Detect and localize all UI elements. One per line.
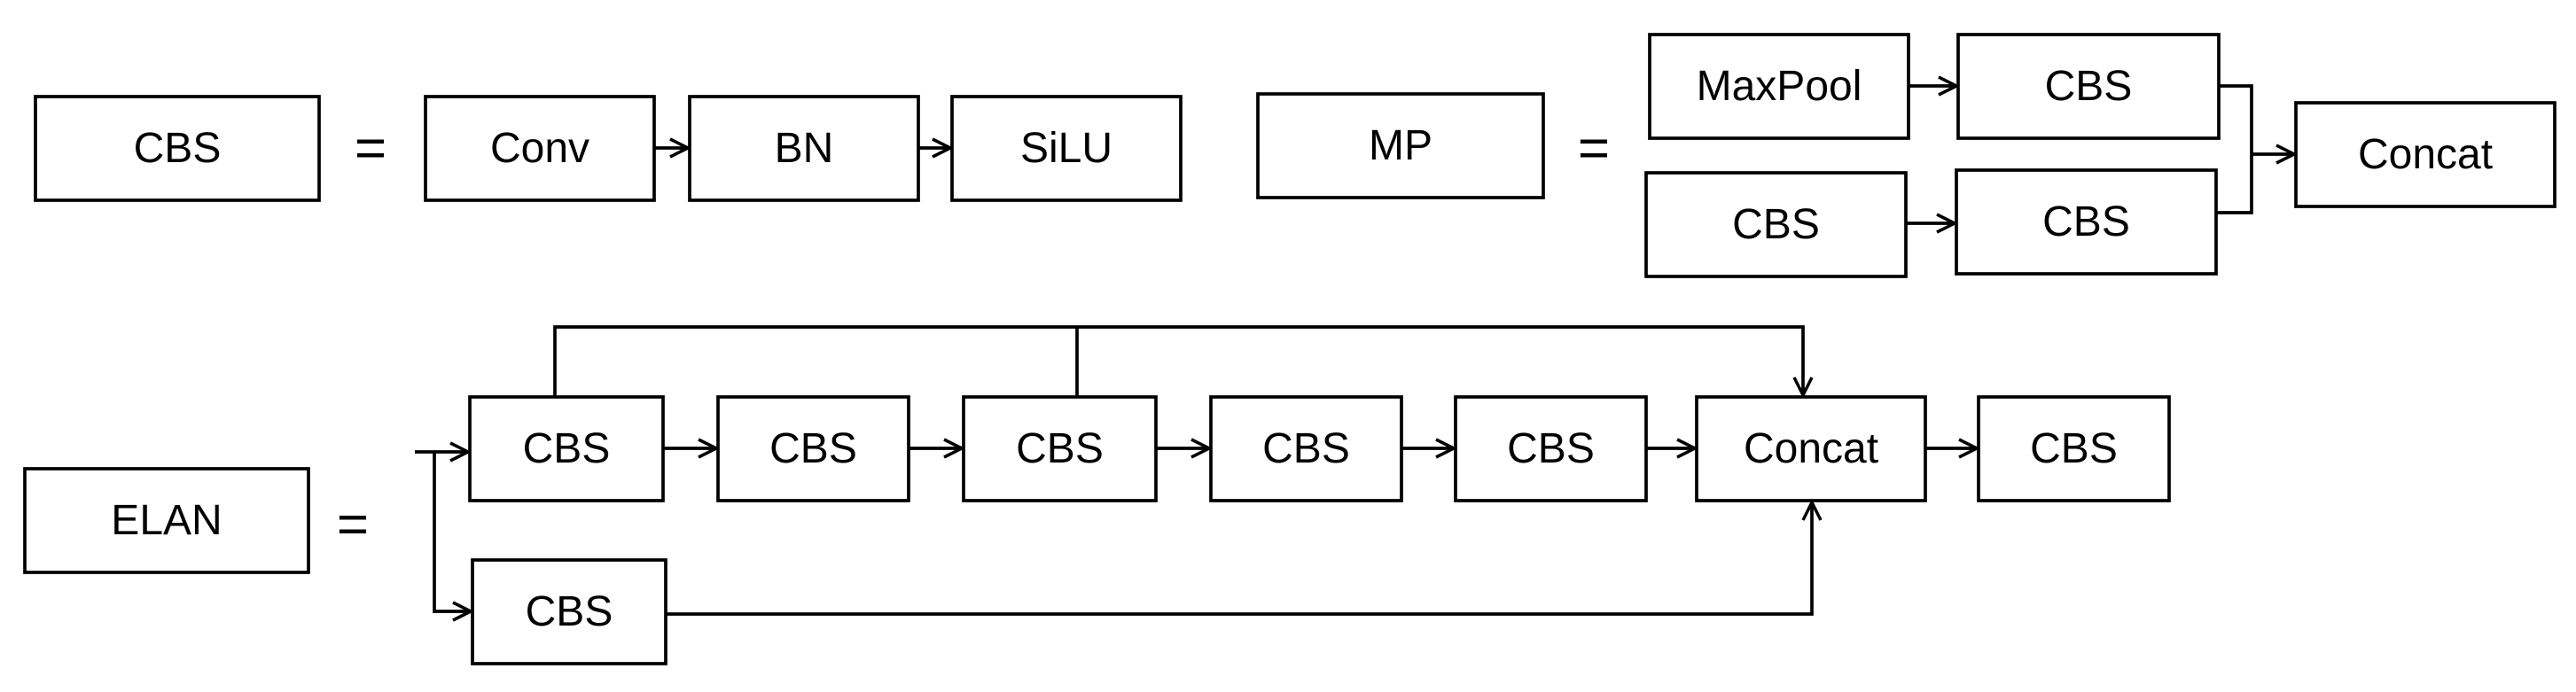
elan-cbs-4-label: CBS (1262, 425, 1350, 472)
elan-top-skip-connection (553, 325, 1803, 397)
elan-side-cbs-label: CBS (526, 588, 613, 635)
mp-bottom-right-cbs-label: CBS (2042, 198, 2130, 245)
elan-cbs-2-block: CBS (716, 395, 910, 502)
mp-bottom-right-cbs-block: CBS (1955, 168, 2218, 276)
cbs-definition: CBS = Conv BN SiLU (34, 95, 1183, 202)
conv-block: Conv (424, 95, 656, 202)
mp-bottom-left-cbs-block: CBS (1644, 171, 1908, 278)
mp-equals-sign: = (1578, 118, 1610, 179)
conv-label: Conv (490, 125, 589, 172)
elan-side-cbs-block: CBS (471, 558, 667, 665)
elan-term-box: ELAN (23, 467, 310, 574)
bn-label: BN (775, 125, 834, 172)
elan-output-cbs-label: CBS (2030, 425, 2118, 472)
elan-equals-sign: = (337, 494, 369, 556)
bn-block: BN (688, 95, 920, 202)
mp-term-label: MP (1369, 122, 1432, 169)
elan-side-to-concat-arrow (666, 502, 1812, 616)
elan-cbs-1-label: CBS (523, 425, 611, 472)
silu-block: SiLU (950, 95, 1183, 202)
cbs-term-label: CBS (134, 125, 222, 172)
cbs-term-box: CBS (34, 95, 321, 202)
maxpool-label: MaxPool (1697, 63, 1862, 110)
mp-concat-label: Concat (2358, 131, 2493, 178)
mp-top-cbs-label: CBS (2045, 63, 2133, 110)
mp-concat-block: Concat (2294, 101, 2556, 208)
elan-term-label: ELAN (111, 497, 222, 544)
cbs-equals-sign: = (355, 118, 386, 179)
elan-cbs-3-label: CBS (1016, 425, 1104, 472)
maxpool-block: MaxPool (1648, 33, 1910, 140)
mp-merge-bracket (2216, 84, 2253, 214)
elan-cbs-3-block: CBS (962, 395, 1158, 502)
elan-output-cbs-block: CBS (1977, 395, 2171, 502)
mp-top-cbs-block: CBS (1956, 33, 2221, 140)
elan-cbs-4-block: CBS (1209, 395, 1403, 502)
elan-cbs-1-block: CBS (468, 395, 665, 502)
elan-concat-label: Concat (1744, 425, 1878, 472)
mp-bottom-left-cbs-label: CBS (1732, 201, 1820, 248)
elan-cbs-5-label: CBS (1507, 425, 1595, 472)
elan-cbs-2-label: CBS (769, 425, 857, 472)
mp-term-box: MP (1256, 92, 1545, 199)
elan-cbs-5-block: CBS (1454, 395, 1648, 502)
silu-label: SiLU (1020, 125, 1112, 172)
elan-concat-block: Concat (1695, 395, 1927, 502)
elan-definition: ELAN = CBS CBS CBS CBS CBS Concat (23, 325, 2171, 665)
mp-definition: MP = MaxPool CBS CBS CBS Concat (1256, 33, 2556, 278)
elan-side-branch-arrow (433, 452, 471, 611)
